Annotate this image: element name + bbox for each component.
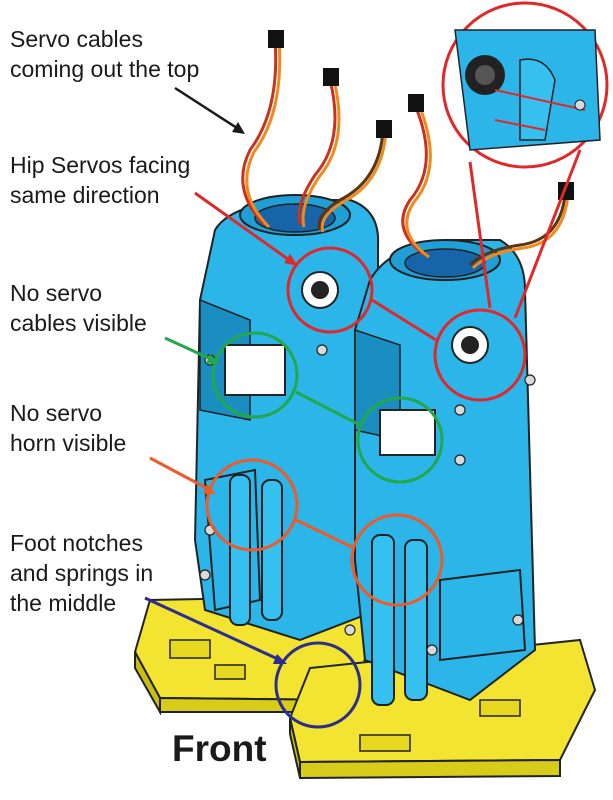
callout-no-cables [164,331,444,484]
callout-foot-notches [144,596,362,729]
servo-cables [241,39,570,270]
right-foot-base [288,638,597,780]
front-caption: Front [172,728,267,769]
label-foot-notches: Foot notches and springs in the middle [10,528,153,618]
callout-cables-arrow [174,86,245,134]
label-foot-notches-line3: the middle [10,590,117,616]
callout-hip-servos [194,149,582,402]
label-no-cables: No servo cables visible [10,278,147,338]
foot-notch-arrow-head [273,654,287,664]
no-cables-arrow-head [206,354,219,364]
label-servo-cables: Servo cables coming out the top [10,24,199,84]
label-no-horn-line1: No servo [10,400,103,426]
label-no-cables-line2: cables visible [10,310,147,336]
label-no-horn-line2: horn visible [10,430,127,456]
callout-no-horn [149,456,444,607]
label-foot-notches-line2: and springs in [10,560,154,586]
label-servo-cables-line2: coming out the top [10,56,200,82]
right-leg [354,239,537,706]
label-foot-notches-line1: Foot notches [10,530,143,556]
hip-arrow-head [284,254,298,266]
zoom-inset [441,1,609,169]
label-no-cables-line1: No servo [10,280,103,306]
no-horn-arrow-head [203,484,216,494]
label-hip-servos-line1: Hip Servos facing [10,152,191,178]
label-servo-cables-line1: Servo cables [10,26,143,52]
label-no-horn: No servo horn visible [10,398,126,458]
label-hip-servos: Hip Servos facing same direction [10,150,190,210]
label-hip-servos-line2: same direction [10,182,160,208]
left-leg [193,194,380,642]
